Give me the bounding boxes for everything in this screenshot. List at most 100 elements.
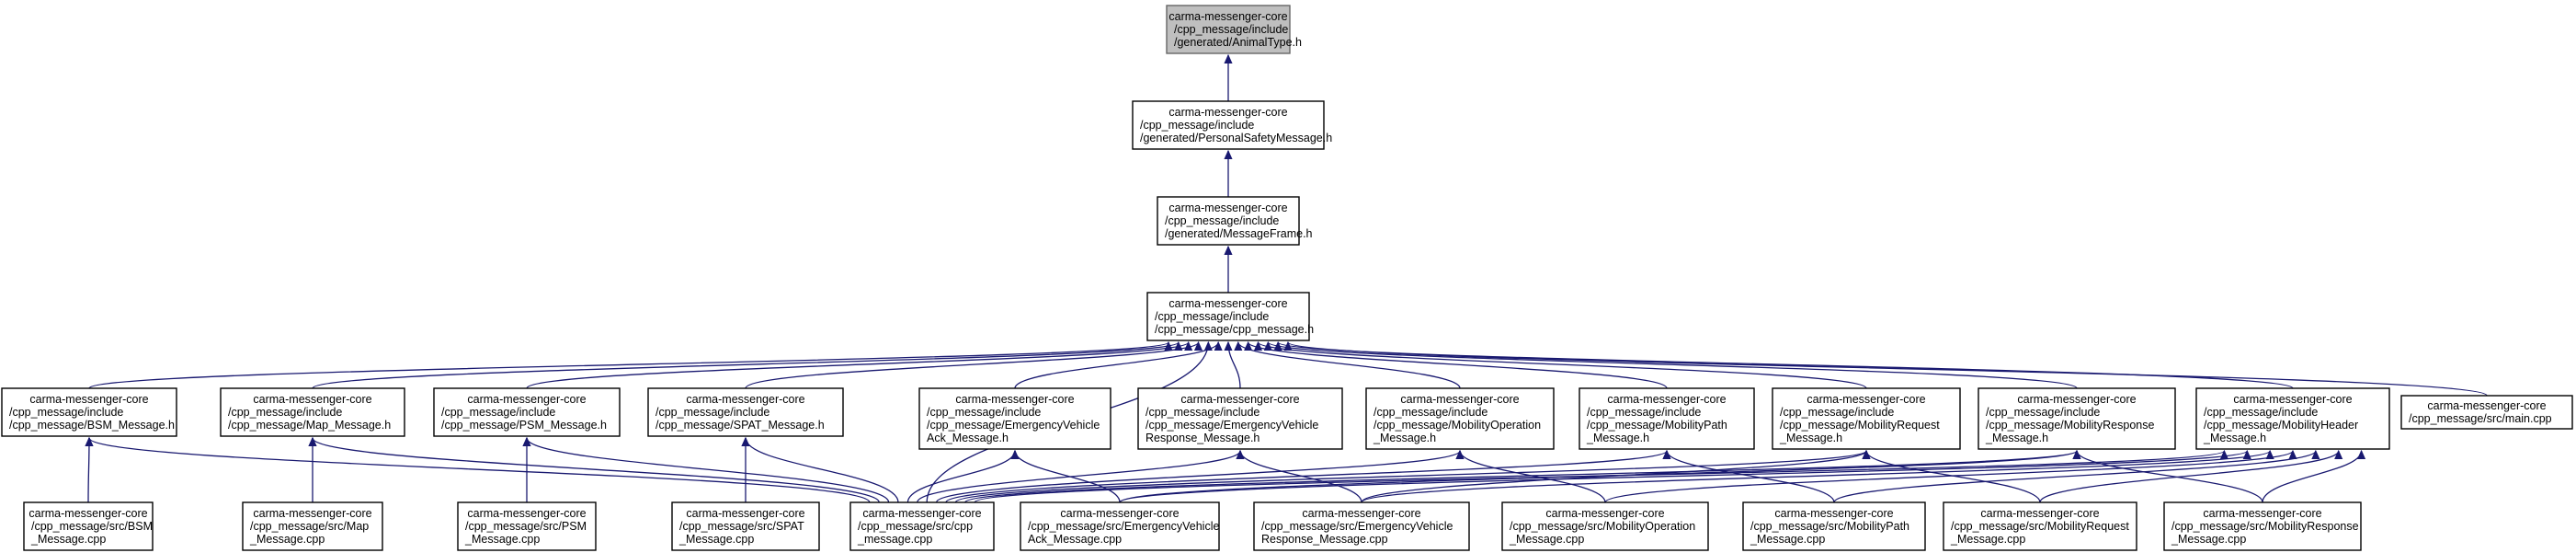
file-node-bsm-cpp[interactable]: carma-messenger-core/cpp_message/src/BSM…: [23, 501, 154, 551]
file-node-cpp-cpp[interactable]: carma-messenger-core/cpp_message/src/cpp…: [849, 501, 995, 551]
dependency-edge: [935, 451, 1460, 503]
dependency-edge: [1361, 451, 1866, 503]
dependency-edge: [1604, 451, 2293, 503]
file-node-label-line: carma-messenger-core: [1168, 297, 1287, 310]
dependency-edge: [1119, 451, 2247, 503]
file-node-label-line: carma-messenger-core: [2233, 393, 2352, 406]
file-node-psm-h[interactable]: carma-messenger-core/cpp_message/include…: [433, 387, 621, 437]
file-node-box: [918, 387, 1111, 450]
file-node-box: [1501, 501, 1709, 551]
file-node-label-line: /cpp_message/MobilityResponse: [1986, 419, 2154, 432]
file-node-label-line: /cpp_message/include: [655, 406, 769, 419]
file-node-label-line: Response_Message.cpp: [1261, 533, 1388, 546]
file-node-mop-h[interactable]: carma-messenger-core/cpp_message/include…: [1365, 387, 1555, 450]
file-node-label-line: /cpp_message/include: [1587, 406, 1701, 419]
file-node-box: [1, 387, 177, 437]
file-node-label-line: /cpp_message/cpp_message.h: [1155, 323, 1314, 336]
file-node-label-line: _Message.h: [1779, 432, 1842, 444]
file-node-message-frame[interactable]: carma-messenger-core/cpp_message/include…: [1157, 196, 1313, 246]
dependency-edge: [1460, 451, 1606, 503]
file-node-label-line: carma-messenger-core: [1400, 393, 1519, 406]
dependency-edge: [1238, 342, 1461, 389]
file-node-cpp-message-h[interactable]: carma-messenger-core/cpp_message/include…: [1146, 292, 1314, 341]
file-node-label-line: carma-messenger-core: [1060, 507, 1179, 520]
file-node-label-line: _Message.cpp: [464, 533, 540, 546]
file-node-label-line: /cpp_message/SPAT_Message.h: [655, 419, 825, 432]
file-node-label-line: /cpp_message/EmergencyVehicle: [927, 419, 1100, 432]
file-node-label-line: carma-messenger-core: [1545, 507, 1664, 520]
file-node-label-line: /cpp_message/src/Map: [250, 520, 369, 533]
file-node-label-line: Ack_Message.h: [927, 432, 1009, 444]
dependency-edge: [88, 342, 1168, 389]
file-node-box: [220, 387, 405, 437]
file-node-eva-cpp[interactable]: carma-messenger-core/cpp_message/src/Eme…: [1020, 501, 1220, 551]
file-node-label-line: /cpp_message/MobilityHeader: [2204, 419, 2358, 432]
file-node-box: [433, 387, 621, 437]
file-node-label-line: carma-messenger-core: [28, 507, 147, 520]
file-node-label-line: /cpp_message/MobilityRequest: [1780, 419, 1940, 432]
file-node-map-h[interactable]: carma-messenger-core/cpp_message/include…: [220, 387, 405, 437]
dependency-edge: [906, 451, 1015, 503]
dependency-edge: [312, 342, 1179, 389]
file-node-mreq-h[interactable]: carma-messenger-core/cpp_message/include…: [1772, 387, 1961, 450]
file-node-label-line: carma-messenger-core: [1168, 202, 1287, 214]
file-node-label-line: carma-messenger-core: [29, 393, 148, 406]
dependency-edge: [1119, 451, 2077, 503]
file-node-label-line: /cpp_message/BSM_Message.h: [9, 419, 175, 432]
file-node-label-line: Ack_Message.cpp: [1028, 533, 1122, 546]
dependency-edge: [917, 451, 1240, 503]
file-node-label-line: _Message.cpp: [1950, 533, 2025, 546]
file-node-label-line: /cpp_message/src/SPAT: [679, 520, 804, 533]
file-node-label-line: carma-messenger-core: [1168, 106, 1287, 119]
file-node-label-line: /cpp_message/include: [1373, 406, 1487, 419]
file-node-box: [849, 501, 995, 551]
file-node-label-line: _Message.h: [1985, 432, 2048, 444]
file-node-box: [1772, 387, 1961, 450]
file-node-label-line: /generated/MessageFrame.h: [1165, 227, 1313, 240]
file-node-psm-cpp[interactable]: carma-messenger-core/cpp_message/src/PSM…: [457, 501, 597, 551]
dependency-edge: [313, 438, 880, 503]
file-node-eva-h[interactable]: carma-messenger-core/cpp_message/include…: [918, 387, 1111, 450]
file-node-box: [1020, 501, 1220, 551]
file-node-mpath-cpp[interactable]: carma-messenger-core/cpp_message/src/Mob…: [1742, 501, 1926, 551]
file-node-label-line: carma-messenger-core: [1807, 393, 1925, 406]
file-node-spat-h[interactable]: carma-messenger-core/cpp_message/include…: [647, 387, 844, 437]
dependency-edge: [945, 451, 1667, 503]
file-node-personal-safety[interactable]: carma-messenger-core/cpp_message/include…: [1132, 100, 1332, 150]
file-node-label-line: /cpp_message/src/PSM: [465, 520, 587, 533]
file-node-evr-h[interactable]: carma-messenger-core/cpp_message/include…: [1137, 387, 1343, 450]
file-node-mhead-h[interactable]: carma-messenger-core/cpp_message/include…: [2195, 387, 2390, 450]
file-node-label-line: carma-messenger-core: [1302, 507, 1420, 520]
file-node-box: [2163, 501, 2362, 551]
file-node-label-line: /cpp_message/Map_Message.h: [228, 419, 391, 432]
file-node-label-line: /cpp_message/src/cpp: [858, 520, 973, 533]
file-node-map-cpp[interactable]: carma-messenger-core/cpp_message/src/Map…: [242, 501, 383, 551]
file-node-label-line: /cpp_message/include: [1140, 119, 1254, 132]
file-node-label-line: _Message.h: [2203, 432, 2266, 444]
file-node-mpath-h[interactable]: carma-messenger-core/cpp_message/include…: [1579, 387, 1755, 450]
file-node-label-line: /cpp_message/src/EmergencyVehicle: [1261, 520, 1453, 533]
file-node-mop-cpp[interactable]: carma-messenger-core/cpp_message/src/Mob…: [1501, 501, 1709, 551]
file-node-animal-type[interactable]: carma-messenger-core/cpp_message/include…: [1166, 5, 1302, 54]
file-node-mreq-cpp[interactable]: carma-messenger-core/cpp_message/src/Mob…: [1943, 501, 2137, 551]
file-node-label-line: /cpp_message/EmergencyVehicle: [1146, 419, 1318, 432]
dependency-edge: [1015, 451, 1121, 503]
file-node-spat-cpp[interactable]: carma-messenger-core/cpp_message/src/SPA…: [671, 501, 820, 551]
file-node-mresp-cpp[interactable]: carma-messenger-core/cpp_message/src/Mob…: [2163, 501, 2362, 551]
file-node-label-line: carma-messenger-core: [862, 507, 981, 520]
file-node-evr-cpp[interactable]: carma-messenger-core/cpp_message/src/Eme…: [1253, 501, 1470, 551]
file-node-label-line: /cpp_message/include: [1780, 406, 1894, 419]
file-node-label-line: /cpp_message/src/MobilityResponse: [2171, 520, 2359, 533]
dependency-edge: [1288, 342, 2488, 397]
file-node-label-line: /generated/AnimalType.h: [1174, 36, 1302, 49]
file-node-bsm-h[interactable]: carma-messenger-core/cpp_message/include…: [1, 387, 177, 437]
file-node-label-line: /generated/PersonalSafetyMessage.h: [1140, 132, 1332, 144]
file-node-mresp-h[interactable]: carma-messenger-core/cpp_message/include…: [1978, 387, 2176, 450]
file-node-main-cpp[interactable]: carma-messenger-core/cpp_message/src/mai…: [2400, 395, 2573, 430]
file-node-label-line: Response_Message.h: [1146, 432, 1260, 444]
file-node-label-line: carma-messenger-core: [1607, 393, 1726, 406]
file-node-label-line: _Message.cpp: [249, 533, 325, 546]
file-node-box: [1943, 501, 2137, 551]
file-node-label-line: _Message.cpp: [1750, 533, 1825, 546]
file-node-label-line: _Message.h: [1373, 432, 1436, 444]
